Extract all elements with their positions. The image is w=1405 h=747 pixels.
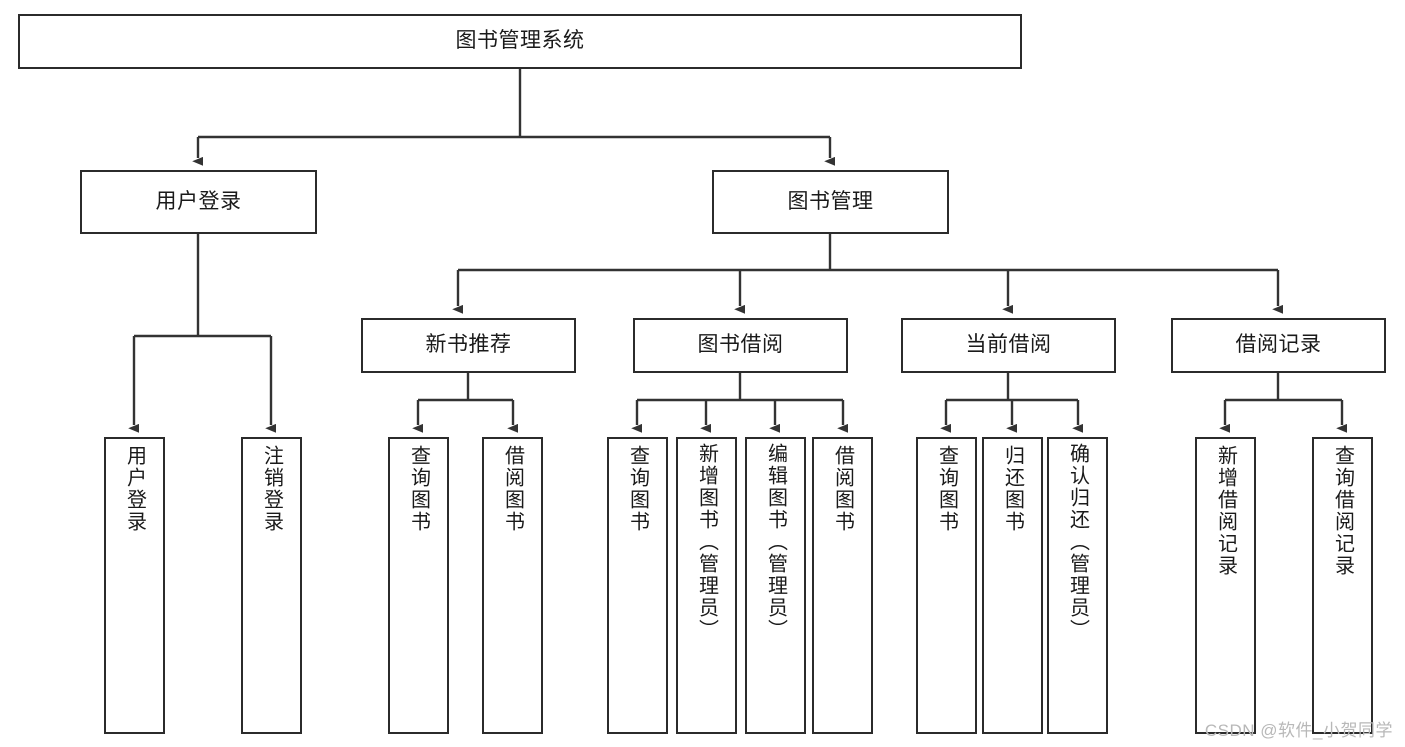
leaf-borrow-book-newbook[interactable]: 借阅图书	[482, 437, 543, 734]
node-label: 查询图书	[935, 445, 958, 533]
node-label: 借阅图书	[831, 445, 854, 533]
node-label: 新增图书（管理员）	[695, 443, 718, 641]
csdn-watermark: CSDN @软件_小贺同学	[1204, 721, 1393, 740]
node-book-management[interactable]: 图书管理	[712, 170, 949, 234]
node-label: 图书管理系统	[455, 29, 585, 53]
node-label: 注销登录	[260, 445, 283, 533]
leaf-query-book-borrow[interactable]: 查询图书	[607, 437, 668, 734]
node-book-management-system[interactable]: 图书管理系统	[18, 14, 1022, 69]
node-new-book-recommend[interactable]: 新书推荐	[361, 318, 576, 373]
node-label: 确认归还（管理员）	[1066, 443, 1089, 641]
node-label: 新书推荐	[425, 333, 512, 357]
node-label: 查询图书	[407, 445, 430, 533]
leaf-borrow-book-borrow[interactable]: 借阅图书	[812, 437, 873, 734]
node-current-borrow[interactable]: 当前借阅	[901, 318, 1116, 373]
node-label: 用户登录	[123, 445, 146, 533]
leaf-logout[interactable]: 注销登录	[241, 437, 302, 734]
leaf-add-book-admin[interactable]: 新增图书（管理员）	[676, 437, 737, 734]
leaf-add-borrow-record[interactable]: 新增借阅记录	[1195, 437, 1256, 734]
leaf-query-borrow-record[interactable]: 查询借阅记录	[1312, 437, 1373, 734]
node-label: 归还图书	[1001, 445, 1024, 533]
node-label: 借阅图书	[501, 445, 524, 533]
leaf-edit-book-admin[interactable]: 编辑图书（管理员）	[745, 437, 806, 734]
node-label: 当前借阅	[965, 333, 1052, 357]
node-label: 查询借阅记录	[1331, 445, 1354, 577]
node-label: 借阅记录	[1235, 333, 1322, 357]
leaf-confirm-return-admin[interactable]: 确认归还（管理员）	[1047, 437, 1108, 734]
node-user-login[interactable]: 用户登录	[80, 170, 317, 234]
leaf-query-book-newbook[interactable]: 查询图书	[388, 437, 449, 734]
leaf-user-login[interactable]: 用户登录	[104, 437, 165, 734]
node-label: 编辑图书（管理员）	[764, 443, 787, 641]
node-borrow-records[interactable]: 借阅记录	[1171, 318, 1386, 373]
node-label: 图书借阅	[697, 333, 784, 357]
leaf-return-book[interactable]: 归还图书	[982, 437, 1043, 734]
node-label: 新增借阅记录	[1214, 445, 1237, 577]
node-book-borrow[interactable]: 图书借阅	[633, 318, 848, 373]
node-label: 图书管理	[787, 189, 874, 213]
leaf-query-book-current[interactable]: 查询图书	[916, 437, 977, 734]
node-label: 用户登录	[155, 189, 242, 213]
node-label: 查询图书	[626, 445, 649, 533]
